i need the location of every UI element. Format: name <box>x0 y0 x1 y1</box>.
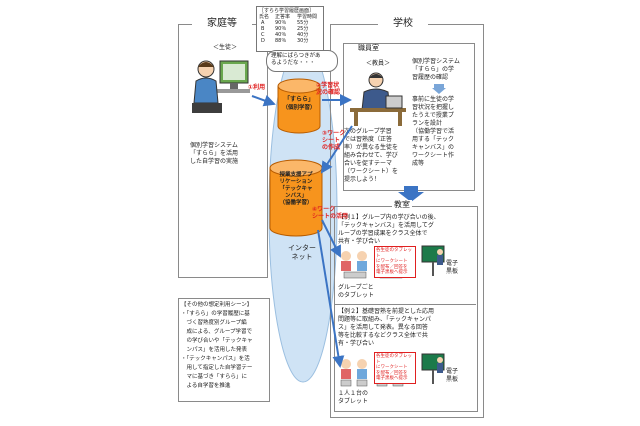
teacher-action: 事前に生徒の学 習状況を把握し たうえで授業プ ランを設計 （協働学習で活 用す… <box>412 96 455 167</box>
techcanvas-database-cylinder <box>269 159 323 237</box>
surara-database-cylinder <box>277 78 321 134</box>
other-scenes-box: 【その他の想定利用シーン】 ・「すらら」の学習履歴に基 づく習熟度別グループ編 … <box>178 298 270 402</box>
table-title: ［すらら学習履歴画面］ <box>259 8 315 14</box>
home-title: 家庭等 <box>192 18 252 30</box>
student-label: ＜生徒＞ <box>212 44 237 51</box>
example1-electronic-blackboard-illustration <box>421 245 445 276</box>
grouping-note: 次のグループ学習 では習熟度（正答 率）が異なる生徒を 組み合わせて、学び 合い… <box>344 128 399 183</box>
label-create-worksheet: ③ワークシートの作成 <box>322 130 346 151</box>
school-title: 学校 <box>378 18 428 30</box>
example1-blackboard-label: 電子黒板 <box>446 260 459 275</box>
classroom-label: 教室 <box>392 200 412 210</box>
teacher-description: 個別学習システム 「すらら」の学 習履歴の確認 <box>412 58 460 81</box>
example2-tablet-caption: １人１台のタブレット <box>338 390 369 405</box>
label-use-worksheet: ④ワークシートの活用 <box>312 206 349 220</box>
student-at-computer-illustration <box>192 60 250 113</box>
teacher-thought-bubble: 理解にばらつきがあ るようだな・・・ <box>266 50 338 72</box>
home-description: 個別学習システム 「すらら」を活用 した自学習の実施 <box>190 142 239 165</box>
example1-text: 【例１】グループ内の学び合いの後、 「テックキャンバス」を活用してグ ループの学… <box>338 214 440 245</box>
example2-electronic-blackboard-illustration <box>421 353 445 384</box>
internet-label: インターネット <box>288 244 316 261</box>
teacher-at-desk-illustration <box>350 72 406 126</box>
example2-divider <box>334 304 476 305</box>
example1-callout: 各生徒のタブレット にワークシート を配布／回答を 電子黒板へ提示 <box>374 246 416 278</box>
teacher-label: ＜教員＞ <box>365 60 390 67</box>
techcanvas-label: 授業支援アプ リケーション 「テックキャ ンバス」 （協働学習） <box>279 172 313 206</box>
surara-label: 「すらら」 （個別学習） <box>282 96 316 111</box>
label-check-status: ②学習状況の確認 <box>316 82 341 96</box>
table-header: 氏名正答率学習時間 <box>259 14 318 20</box>
staffroom-flow-arrow <box>432 84 446 94</box>
label-use: ①利用 <box>248 84 266 91</box>
example1-tablet-caption: グループごとのタブレット <box>338 284 375 299</box>
staffroom-to-classroom-arrow <box>398 186 424 202</box>
example2-callout: 各生徒のタブレット にワークシート を配布／回答を 電子黒板へ提示 <box>374 352 416 384</box>
example2-text: 【例２】基礎習熟を前提とした応用 問題等に取組み、「テックキャンパ ス」を活用し… <box>338 308 435 347</box>
example2-blackboard-label: 電子黒板 <box>446 368 459 383</box>
staffroom-label: 職員室 <box>358 44 379 53</box>
